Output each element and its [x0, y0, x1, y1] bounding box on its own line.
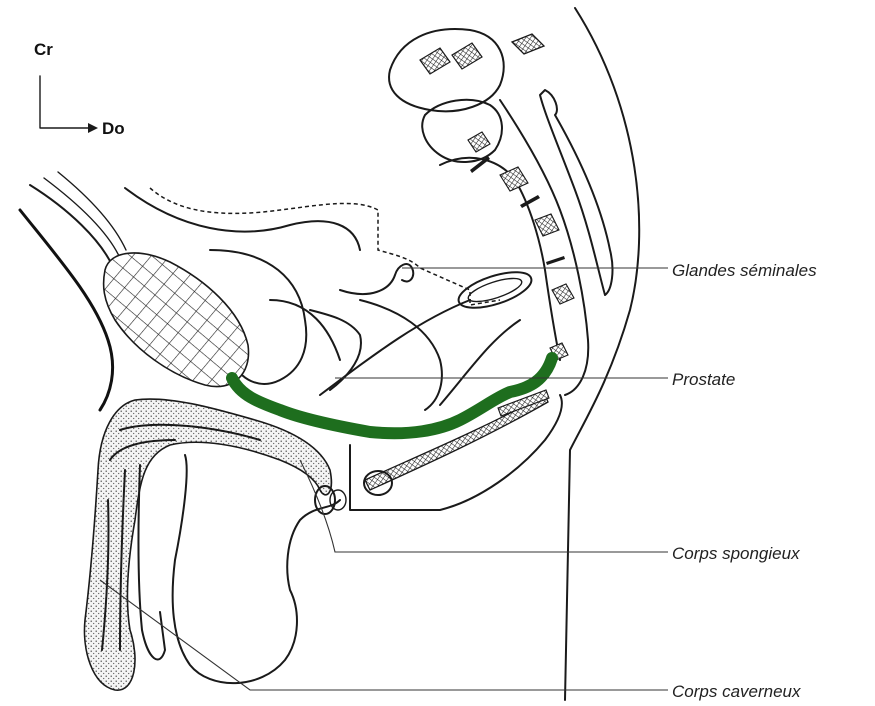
- scrotum-outline: [173, 455, 340, 683]
- rectal-ring: [455, 265, 536, 315]
- glans-outline: [138, 465, 165, 660]
- label-spongy-body: Corps spongieux: [672, 544, 800, 563]
- penis: [84, 399, 346, 690]
- sacrum-front: [440, 158, 560, 360]
- vertebra-hatch-4: [500, 167, 528, 191]
- pubic-fold-2: [44, 178, 120, 258]
- vertebra-hatch-6: [552, 284, 574, 304]
- label-prostate: Prostate: [672, 370, 735, 389]
- leader-cavernous-body: [100, 580, 668, 690]
- label-seminal-glands: Glandes séminales: [672, 261, 817, 280]
- vertebra-hatch-3: [468, 132, 490, 152]
- vertebra-hatch-5: [535, 214, 559, 236]
- abdominal-wall: [20, 210, 113, 410]
- label-cavernous-body: Corps caverneux: [672, 682, 801, 701]
- vertebra-hatch-1: [420, 48, 450, 74]
- bulbourethral-gland-2: [330, 490, 346, 510]
- arrow-head-icon: [88, 123, 98, 133]
- vertebra-1: [389, 29, 504, 111]
- pubic-fold-1: [30, 185, 112, 265]
- pubic-symphysis: [104, 253, 249, 387]
- cranial-label: Cr: [34, 40, 53, 59]
- dorsal-label: Do: [102, 119, 125, 138]
- back-outline: [565, 8, 639, 700]
- peritoneum-line: [125, 188, 360, 250]
- structure-labels: Glandes séminales Prostate Corps spongie…: [672, 261, 817, 701]
- vertebra-hatch-2: [452, 43, 482, 69]
- orientation-axes: [40, 76, 92, 128]
- pubic-fold-3: [58, 172, 126, 250]
- leader-spongy-body: [300, 460, 668, 552]
- anal-region: [350, 390, 562, 510]
- ejaculatory-line: [320, 300, 470, 395]
- vas-deferens-curve: [360, 300, 442, 410]
- sacrum: [389, 29, 612, 395]
- spinous-process: [512, 34, 544, 54]
- sacrum-back: [500, 100, 588, 395]
- disc-3: [546, 256, 565, 265]
- orientation-indicator: Cr Do: [34, 40, 125, 138]
